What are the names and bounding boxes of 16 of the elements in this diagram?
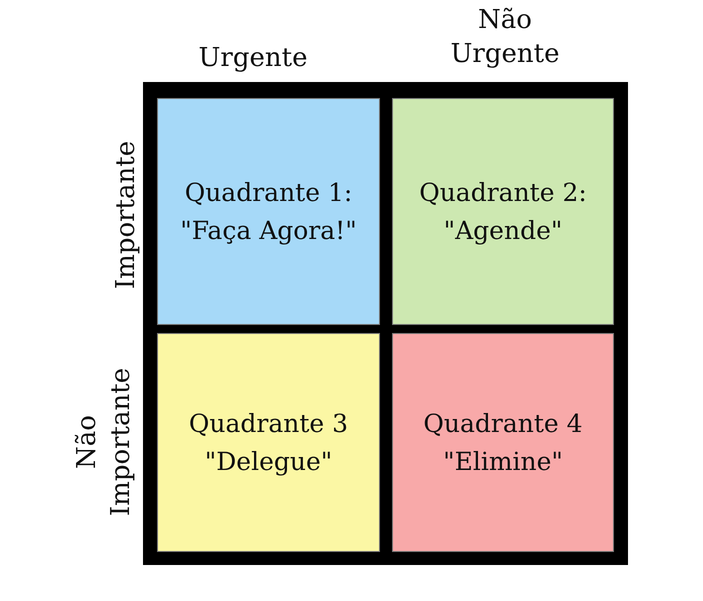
quadrant-action: "Delegue" [204,446,332,478]
quadrant-title: Quadrante 4 [423,408,583,440]
quadrant-box [392,98,614,325]
quadrant-title: Quadrante 3 [188,408,348,440]
column-header: Urgente [198,42,308,75]
quadrant-title: Quadrante 1: [184,177,352,209]
quadrant-action: "Agende" [444,214,562,246]
column-header: Não Urgente [450,4,560,71]
quadrant-box [157,333,380,552]
row-header: Importante [110,140,142,292]
quadrant-action: "Faça Agora!" [180,214,357,246]
quadrant-action: "Elimine" [443,446,563,478]
quadrant-title: Quadrante 2: [419,177,587,209]
quadrant-box [157,98,380,325]
row-header: Não Importante [71,366,137,518]
quadrant-box [392,333,614,552]
